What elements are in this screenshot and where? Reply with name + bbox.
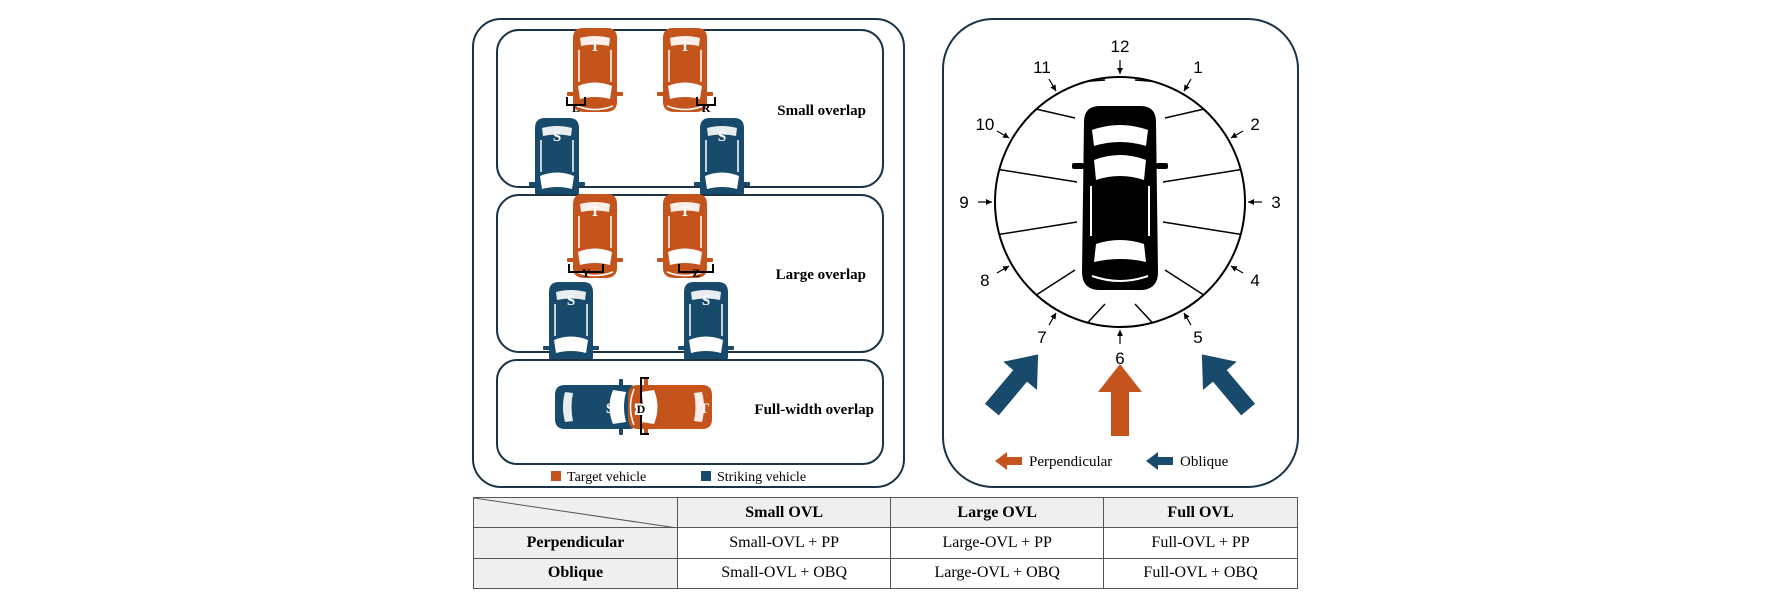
measure-label: L [572, 101, 580, 115]
overlap-bracket [640, 377, 649, 435]
panel-label: Full-width overlap [754, 402, 874, 418]
target-letter: T [680, 204, 690, 220]
clock-sector-divider [1035, 269, 1076, 296]
row-header: Oblique [473, 557, 678, 590]
clock-number: 9 [959, 193, 968, 212]
perpendicular-legend-arrow [995, 452, 1022, 470]
clock-number: 12 [1111, 37, 1130, 56]
clock-pointer-head [1248, 199, 1254, 205]
panel-label: Small overlap [777, 103, 866, 119]
clock-pointer-head [1050, 312, 1056, 320]
clock-sector-divider [1134, 303, 1153, 324]
measure-label: R [702, 101, 711, 115]
measure-label: D [637, 402, 646, 416]
striking-letter: S [702, 293, 710, 309]
clock-pointer-head [1002, 266, 1010, 272]
clock-sector-divider [1087, 303, 1106, 324]
clock-sector-divider [1164, 108, 1204, 119]
clock-number: 1 [1193, 58, 1202, 77]
condition-matrix-table: Small OVL Large OVL Full OVL Perpendicul… [473, 496, 1298, 590]
clock-pointer-head [1117, 330, 1123, 336]
target-letter: T [699, 401, 709, 417]
clock-number: 7 [1037, 328, 1046, 347]
table-corner-cell [473, 496, 678, 529]
target-legend-swatch [551, 471, 561, 481]
clock-pointer-head [1184, 84, 1190, 92]
table-cell: Large-OVL + PP [890, 527, 1105, 559]
perpendicular-legend-label: Perpendicular [1029, 454, 1112, 470]
column-header: Large OVL [890, 496, 1105, 529]
measure-label: Y [582, 266, 591, 280]
striking-letter: S [553, 129, 561, 145]
clock-pointer-head [1117, 68, 1123, 74]
target-letter: T [680, 39, 690, 55]
clock-sector-divider [1164, 269, 1205, 296]
clock-number: 2 [1250, 115, 1259, 134]
clock-number: 10 [975, 115, 994, 134]
overlap-bracket [566, 97, 716, 106]
clock-sector-divider [1134, 79, 1153, 83]
clock-sector-divider [999, 221, 1078, 236]
table-cell: Full-OVL + PP [1103, 527, 1298, 559]
target-letter: T [590, 204, 600, 220]
clock-number: 6 [1115, 349, 1124, 368]
clock-sector-divider [1162, 168, 1241, 183]
row-header: Perpendicular [473, 527, 678, 559]
clock-pointer-head [1184, 312, 1190, 320]
striking-letter: S [567, 293, 575, 309]
clock-pointer-head [1002, 132, 1010, 138]
clock-pointer-head [1050, 84, 1056, 92]
table-cell: Small-OVL + PP [676, 527, 892, 559]
striking-vehicle [554, 378, 640, 436]
clock-pointer-head [986, 199, 992, 205]
table-cell: Full-OVL + OBQ [1103, 557, 1298, 590]
column-header: Small OVL [676, 496, 892, 529]
measure-label: Z [692, 266, 700, 280]
table-row: Oblique Small-OVL + OBQ Large-OVL + OBQ … [473, 557, 1298, 590]
clock-number: 8 [980, 271, 989, 290]
clock-number: 11 [1033, 58, 1051, 77]
column-header: Full OVL [1103, 496, 1298, 529]
clock-pointer-head [1230, 266, 1238, 272]
clock-number: 5 [1193, 328, 1202, 347]
panel-label: Large overlap [776, 267, 866, 283]
striking-letter: S [606, 401, 614, 417]
oblique-legend-arrow [1146, 452, 1173, 470]
striking-letter: S [718, 129, 726, 145]
clock-sector-divider [999, 168, 1078, 183]
striking-legend-swatch [701, 471, 711, 481]
car-top-view [1072, 106, 1168, 290]
clock-sector-divider [1087, 79, 1106, 83]
clock-pointer-head [1230, 132, 1238, 138]
striking-legend-label: Striking vehicle [717, 470, 806, 485]
target-legend-label: Target vehicle [567, 470, 646, 485]
clock-sector-divider [1036, 108, 1076, 119]
table-cell: Large-OVL + OBQ [890, 557, 1105, 590]
clock-number: 4 [1250, 271, 1259, 290]
clock-number: 3 [1271, 193, 1280, 212]
target-letter: T [590, 39, 600, 55]
overlap-bracket [568, 264, 714, 273]
oblique-legend-label: Oblique [1180, 454, 1229, 470]
table-cell: Small-OVL + OBQ [676, 557, 892, 590]
table-row: Perpendicular Small-OVL + PP Large-OVL +… [473, 527, 1298, 559]
clock-sector-divider [1162, 221, 1241, 236]
